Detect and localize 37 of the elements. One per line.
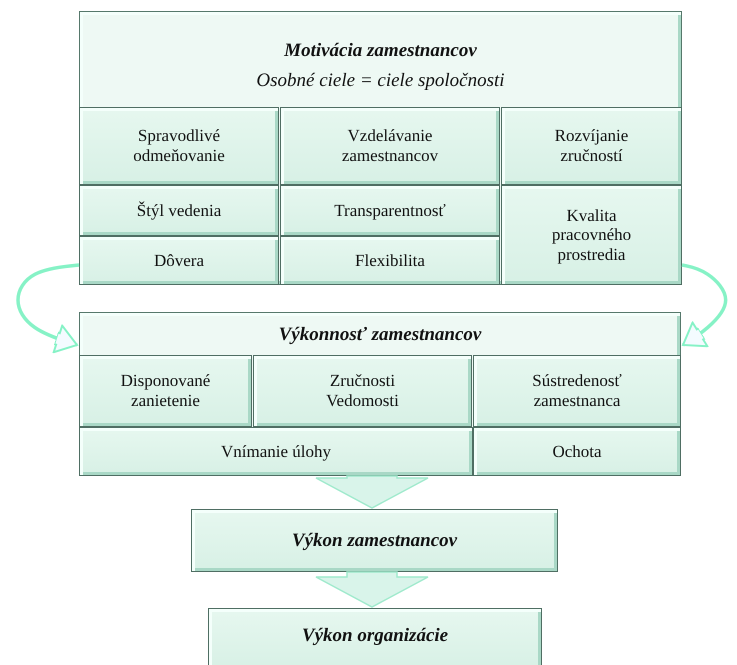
heading: Výkon organizácie	[300, 624, 450, 648]
group-panel	[79, 312, 681, 476]
process-box	[79, 236, 279, 285]
process-box	[280, 236, 500, 285]
process-box	[280, 185, 500, 236]
box-label: Transparentnosť	[333, 200, 447, 222]
box-label: Ochota	[551, 440, 603, 463]
heading: Motivácia zamestnancov	[282, 39, 478, 64]
box-label: Spravodlivé odmeňovanie	[132, 125, 226, 167]
box-label: Sústredenosť zamestnanca	[531, 370, 623, 412]
box-label: Disponované zanietenie	[120, 370, 212, 412]
block-arrow	[315, 571, 429, 608]
process-box	[79, 107, 279, 185]
box-label: Rozvíjanie zručností	[554, 125, 630, 167]
heading: Výkon zamestnancov	[290, 528, 458, 553]
process-box	[473, 427, 681, 476]
process-box	[501, 185, 682, 285]
group-panel	[79, 11, 682, 285]
box-label: Vnímanie úlohy	[220, 440, 332, 463]
heading: Výkonnosť zamestnancov	[278, 322, 482, 347]
process-box	[191, 509, 558, 572]
process-box	[253, 355, 472, 427]
process-box	[79, 185, 279, 236]
process-box	[79, 427, 473, 476]
process-box	[79, 355, 252, 427]
box-label: Kvalita pracovného prostredia	[550, 204, 632, 266]
process-box	[473, 355, 681, 427]
process-box	[501, 107, 682, 185]
box-label: Štýl vedenia	[136, 200, 222, 222]
process-box	[280, 107, 500, 185]
process-box	[208, 608, 542, 665]
box-label: Zručnosti Vedomosti	[325, 370, 400, 412]
box-label: Vzdelávanie zamestnancov	[340, 125, 440, 167]
subheading: Osobné ciele = ciele spoločnosti	[255, 69, 506, 94]
box-label: Dôvera	[152, 250, 206, 272]
block-arrow	[315, 475, 429, 509]
box-label: Flexibilita	[354, 250, 426, 272]
